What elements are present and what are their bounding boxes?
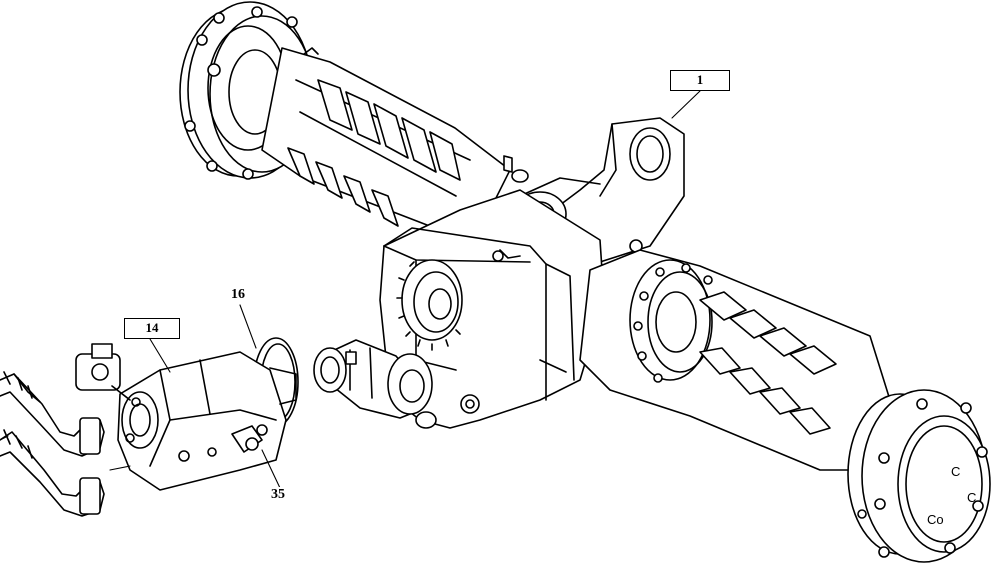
hub-mark-c: Co (927, 512, 944, 527)
left-axle-housing (261, 47, 511, 231)
leader-lines (0, 90, 701, 489)
center-gearbox (379, 189, 605, 429)
housing-ribs (287, 79, 461, 227)
callout-label-14: 14 (124, 318, 180, 339)
right-flange-bolts (633, 263, 721, 383)
hub-mark-a: C (951, 464, 961, 479)
callout-label-1: 1 (670, 70, 730, 91)
callout-label-16: 16 (230, 287, 246, 303)
right-hub-studs (857, 398, 988, 558)
hydraulic-hoses (0, 371, 105, 517)
right-axle-housing (579, 249, 891, 471)
hub-studs (184, 6, 298, 180)
hub-mark-b: C (967, 490, 977, 505)
drive-coupling (313, 339, 433, 419)
callout-label-35: 35 (270, 487, 286, 503)
hydraulic-motor (75, 343, 297, 491)
right-wheel-hub (847, 389, 991, 563)
right-housing-ribs (699, 291, 837, 435)
